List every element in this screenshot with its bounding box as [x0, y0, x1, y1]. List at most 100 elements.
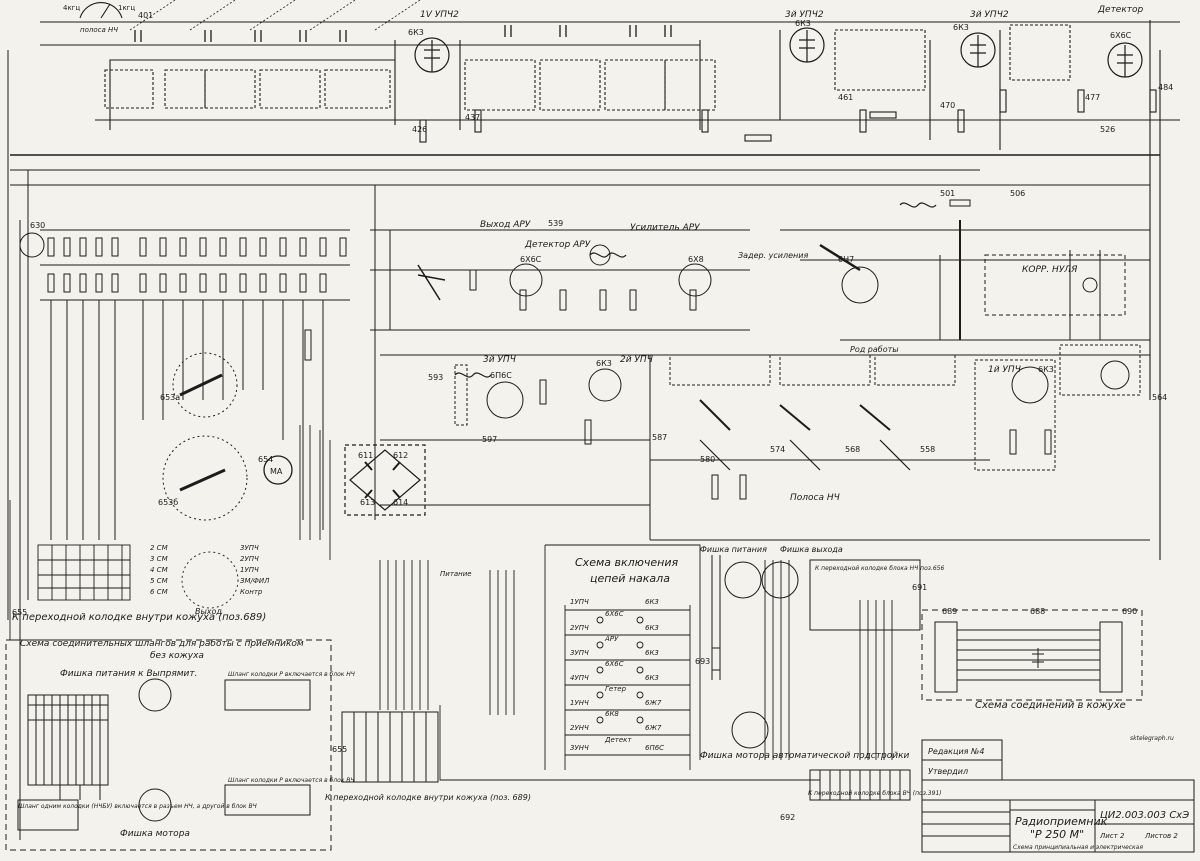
tube-label-agc: 6Х6С	[520, 255, 542, 264]
label-band: Полоса НЧ	[790, 493, 840, 503]
motor-plug-auto-label: Фишка мотора автоматической подстройки	[700, 751, 910, 761]
inner-block2-label: К переходной колодке внутри кожуха (поз.…	[325, 793, 531, 802]
pos-501: 501	[940, 189, 955, 198]
pos-506: 506	[1010, 189, 1025, 198]
housing-title: Схема соединений в кожухе	[975, 700, 1126, 711]
tube-label-if4-3: 6К3	[953, 23, 969, 32]
pos-437: 437	[465, 113, 480, 122]
switch-1kc: 1кгц	[118, 4, 135, 12]
rotary-switch-653b	[162, 435, 248, 521]
label-work-mode: Род работы	[850, 345, 899, 354]
motor-plug-label: Фишка мотора	[120, 829, 190, 839]
pos-653a: 653а	[160, 393, 180, 402]
switch-table: 2 СМ 3 СМ 4 СМ 5 СМ 6 СМ 3УПЧ 2УПЧ 1УПЧ …	[150, 544, 270, 596]
pos-653b: 653б	[158, 498, 178, 507]
power-plug2-label: Фишка питания	[700, 545, 767, 554]
pos-655: 655	[12, 608, 27, 617]
diagram-titles: Схема включения цепей накала К переходно…	[12, 545, 1126, 839]
heater-r7: Детект	[604, 736, 632, 744]
sw-4: 6 СМ	[150, 588, 168, 596]
tube-if4-3	[960, 32, 996, 68]
tube-label-6n7: 6Н7	[838, 255, 854, 264]
tb-code: ЦИ2.003.003 СхЭ	[1100, 810, 1189, 821]
pos-526: 526	[1100, 125, 1115, 134]
sw-9: Контр	[240, 588, 263, 596]
milliammeter	[263, 455, 293, 485]
pos-558: 558	[920, 445, 935, 454]
pos-426: 426	[412, 125, 427, 134]
heater-t4: 6Ж7	[645, 699, 662, 707]
pos-654: 654	[258, 455, 273, 464]
sw-1: 3 СМ	[150, 555, 168, 563]
connector-panels	[341, 555, 921, 801]
sw-7: 1УПЧ	[240, 566, 259, 574]
rectifier-bridge	[344, 444, 426, 516]
label-band-top: полоса НЧ	[80, 26, 118, 34]
title-block: Радиоприемник "Р 250 М" Схема принципиал…	[928, 735, 1189, 851]
pos-597: 597	[482, 435, 497, 444]
pos-539: 539	[548, 219, 563, 228]
pos-593: 593	[428, 373, 443, 382]
shlang-bottom-label: Шланг одним колодки (НЧБУ) включается в …	[18, 803, 257, 810]
sw-0: 2 СМ	[150, 544, 168, 552]
title-block-frame	[921, 739, 1195, 853]
tube-if2-3	[789, 27, 825, 63]
tb-model: "Р 250 М"	[1030, 828, 1084, 841]
tube-label-rf2: 6К3	[408, 28, 424, 37]
conn-title-1: Схема соединительных шлангов для работы …	[20, 639, 304, 649]
pos-614: 614	[393, 498, 408, 507]
tube-detector	[1107, 42, 1143, 78]
label-if1: 1й УПЧ	[988, 365, 1021, 375]
switch-contacts-table	[37, 544, 239, 609]
heater-r1: 2УПЧ	[570, 624, 589, 632]
tb-site: sktelegraph.ru	[1130, 735, 1174, 742]
pos-477: 477	[1085, 93, 1100, 102]
inner-block-label: К переходной колодке внутри кожуха (поз.…	[12, 612, 266, 623]
component-labels: 655 655 654 653а 653б 690 688 689 691 69…	[12, 4, 1173, 822]
section-labels: 1V УПЧ2 3й УПЧ2 3й УПЧ2 Детектор полоса …	[80, 5, 1144, 616]
housing-diagram	[921, 609, 1143, 701]
rotary-switch-653a	[172, 352, 238, 418]
heater-t2: 6К3	[645, 649, 659, 657]
heater-r3: 4УПЧ	[570, 674, 589, 682]
sw-6: 2УПЧ	[240, 555, 259, 563]
pos-613: 613	[360, 498, 375, 507]
lf-amp-chain	[380, 344, 1150, 541]
sw-5: 3УПЧ	[240, 544, 259, 552]
sw-3: 5 СМ	[150, 577, 168, 585]
heater-t6: 6П6С	[645, 744, 664, 752]
sw-8: ЗМ/ФИЛ	[240, 577, 270, 585]
corr-section	[770, 184, 1150, 341]
label-if4-3: 3й УПЧ2	[970, 10, 1009, 20]
heater-t8: 6Х6С	[605, 660, 624, 668]
tube-label-detector: 6Х6С	[1110, 31, 1132, 40]
heater-title-1: Схема включения	[575, 556, 679, 569]
tube-label-if3: 6П6С	[490, 371, 512, 380]
pos-630: 630	[30, 221, 45, 230]
label-power: Питание	[440, 570, 472, 578]
heater-t3: 6К3	[645, 674, 659, 682]
tb-approved: Утвердил	[928, 767, 968, 776]
heater-r0: 1УПЧ	[570, 598, 589, 606]
pos-655b: 655	[332, 745, 347, 754]
tb-device: Радиоприемник	[1015, 815, 1108, 828]
pos-470: 470	[940, 101, 955, 110]
heater-r2: 3УПЧ	[570, 649, 589, 657]
heater-chain	[564, 605, 691, 770]
heater-title-2: цепей накала	[590, 572, 670, 585]
label-agc-det: Детектор АРУ	[524, 240, 591, 250]
agc-section	[370, 185, 750, 520]
heater-t5: 6Ж7	[645, 724, 662, 732]
sw-2: 4 СМ	[150, 566, 168, 574]
switch-4kc: 4кгц	[63, 4, 80, 12]
tb-sheet: Лист 2	[1099, 832, 1125, 840]
block-nch-label: К переходной колодке блока НЧ поз.656	[815, 565, 944, 572]
pos-688: 688	[1030, 607, 1045, 616]
out-plug-label: Фишка выхода	[780, 545, 843, 554]
pos-691: 691	[912, 583, 927, 592]
tb-edition: Редакция №4	[928, 747, 984, 756]
pos-568: 568	[845, 445, 860, 454]
label-if2-3: 3й УПЧ2	[785, 10, 824, 20]
pos-401: 401	[138, 11, 153, 20]
